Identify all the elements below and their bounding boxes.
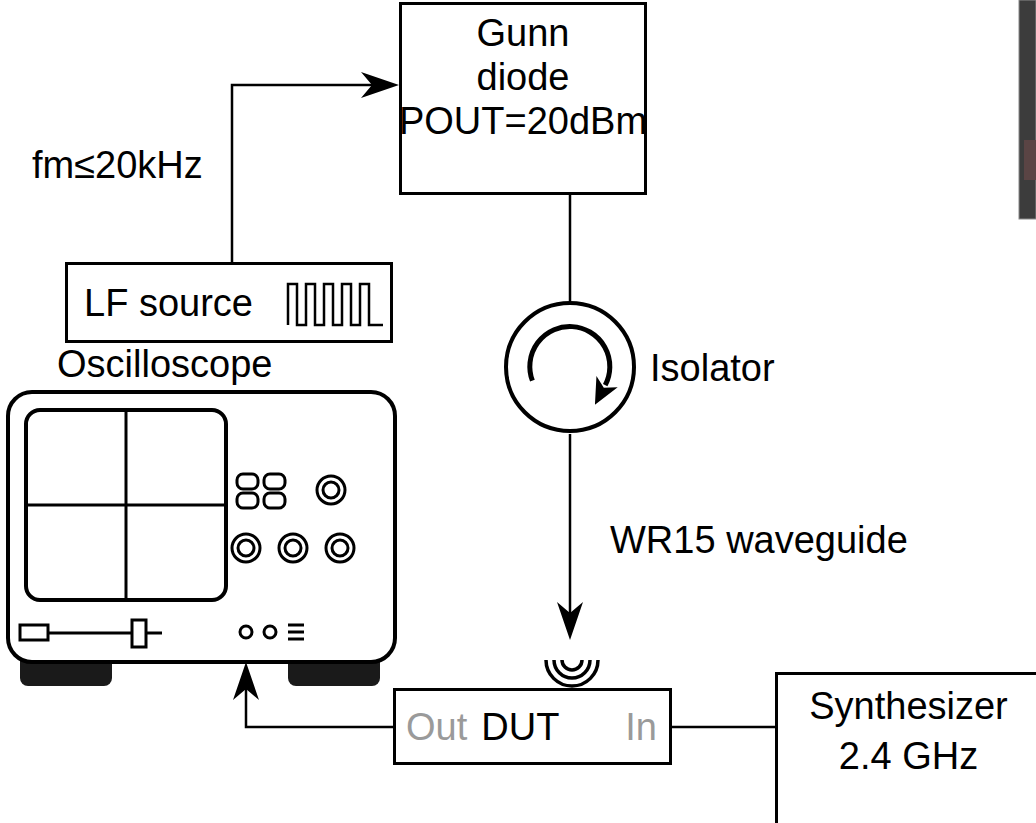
node-text: DUT (481, 705, 559, 749)
arrow-head (557, 602, 583, 640)
connector (672, 727, 775, 728)
connector (233, 662, 393, 727)
oscilloscope-node: Oscilloscope (8, 342, 395, 662)
connector-line (569, 195, 572, 301)
dut-box: Out DUT In (393, 688, 672, 765)
node-text: Out (406, 705, 467, 749)
source-box: LF source (65, 262, 393, 343)
node-text: POUT=20dBm (399, 99, 647, 143)
synthesizer-box: Synthesizer 2.4 GHz (775, 672, 1036, 823)
node-text: Oscilloscope (57, 342, 272, 386)
connector-line (672, 726, 775, 729)
connector (570, 195, 571, 301)
isolator-arrow (530, 327, 610, 386)
connector (232, 72, 399, 262)
photo-detail (1024, 140, 1036, 180)
connector-line (569, 434, 572, 614)
isolator-symbol (506, 303, 634, 431)
arrow-head (361, 72, 399, 98)
node-text: Synthesizer 2.4 GHz (778, 681, 1036, 781)
node-text: In (625, 705, 657, 749)
node-text: Isolator (650, 346, 775, 390)
photo-strip (1019, 0, 1036, 219)
node-text: Gunn diode (448, 11, 598, 99)
node-text: LF source (84, 281, 253, 325)
connector (557, 434, 583, 640)
arrow-head (233, 662, 259, 700)
edge-label: WR15 waveguide (608, 518, 910, 562)
connector-line (232, 85, 373, 262)
edge-label: fm≤20kHz (30, 143, 205, 187)
isolator-node: Isolator (504, 301, 800, 434)
square-wave-symbol (288, 284, 383, 325)
antenna-waves (546, 660, 598, 686)
oscilloscope-drawing (8, 392, 395, 686)
connector-line (246, 688, 393, 727)
oscillator-box: Gunn diodePOUT=20dBm (399, 2, 647, 195)
